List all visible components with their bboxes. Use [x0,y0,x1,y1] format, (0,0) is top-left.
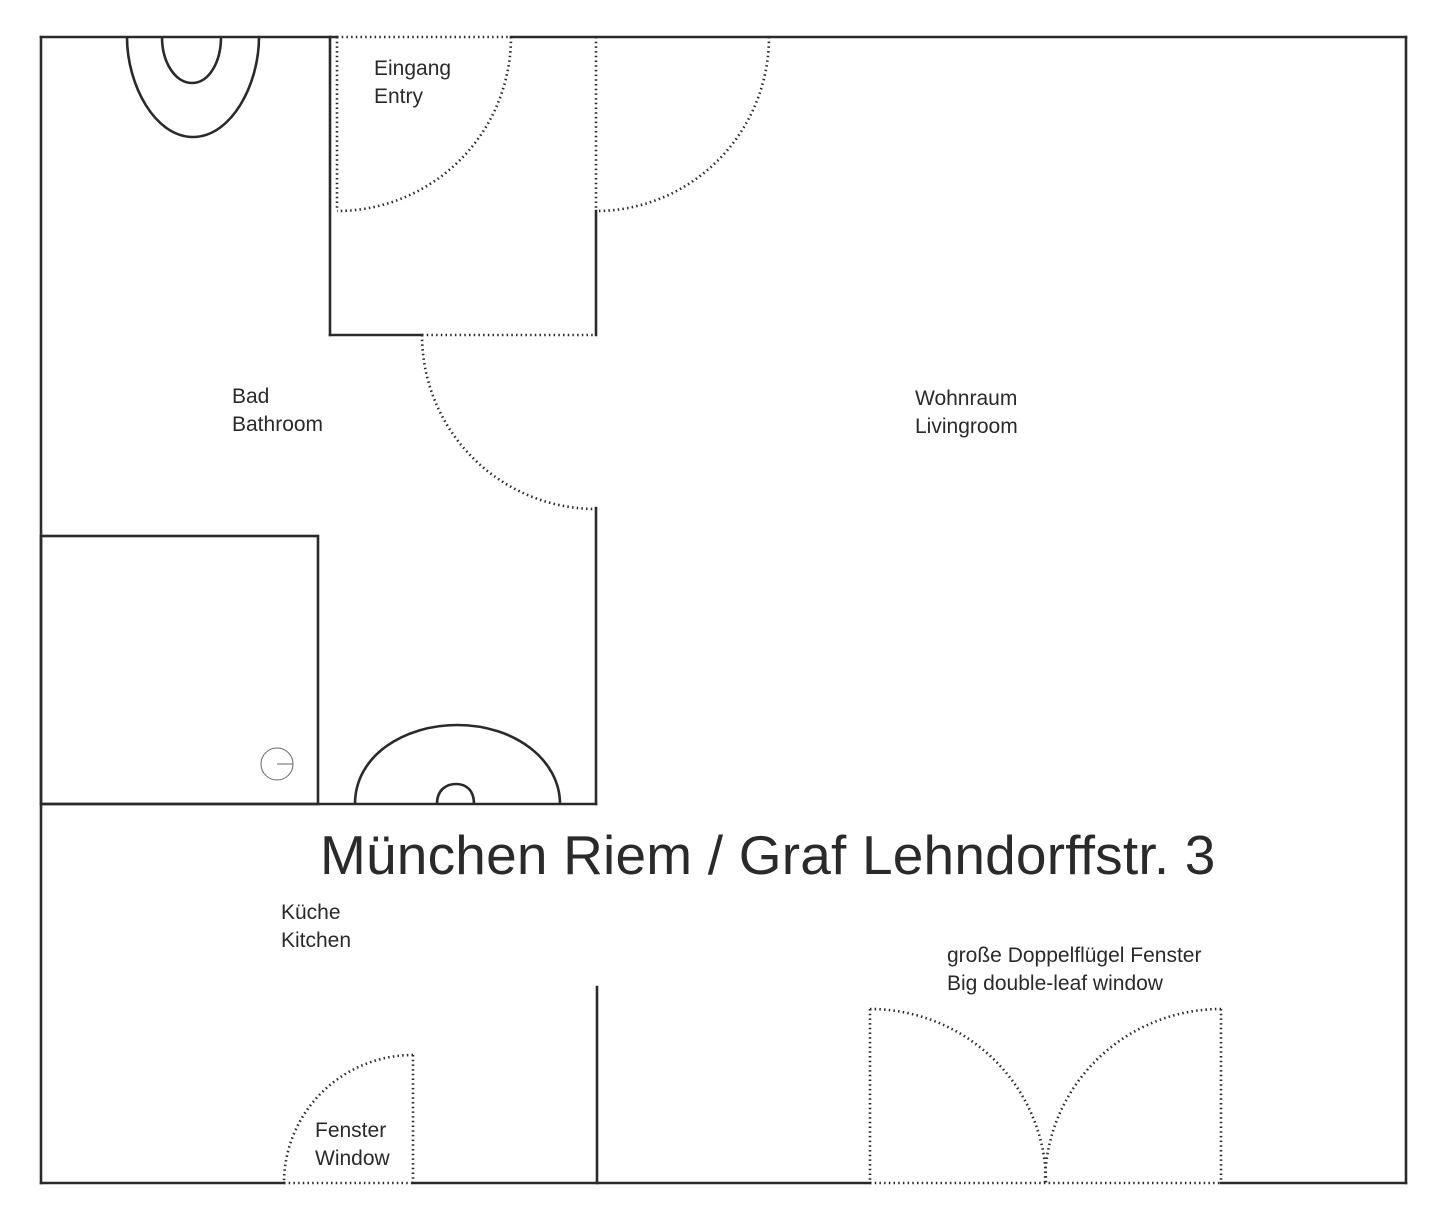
room-label-entry-en: Entry [374,85,424,108]
entry-door-swing [335,35,513,213]
address-title: München Riem / Graf Lehndorffstr. 3 [320,824,1216,886]
sink-icon [353,723,562,805]
room-label-livingroom-en: Livingroom [915,415,1018,438]
bathroom-door-swing [420,333,597,511]
toilet-icon [125,36,261,139]
label-big-window: große Doppelflügel Fenster Big double-le… [947,942,1201,998]
shower-drain-icon [260,747,294,781]
shower-tray [39,534,320,806]
label-kitchen-window: Fenster Window [315,1117,390,1173]
room-label-bathroom-en: Bathroom [232,413,324,436]
room-label-kitchen-en: Kitchen [281,929,352,952]
label-big-window-en: Big double-leaf window [947,972,1163,995]
kitchen-window-swing [282,1053,415,1185]
label-kitchen-window-en: Window [315,1147,390,1170]
room-label-bathroom-de: Bad [232,385,270,408]
room-label-livingroom: Wohnraum Livingroom [915,385,1018,441]
room-label-livingroom-de: Wohnraum [915,387,1018,410]
label-big-window-de: große Doppelflügel Fenster [947,944,1202,967]
living-door-swing [594,36,771,213]
room-label-entry: Eingang Entry [374,55,451,111]
room-label-kitchen-de: Küche [281,901,341,924]
entry-walls [328,35,598,337]
bathroom-walls [39,506,598,806]
double-leaf-window-swing [868,1007,1223,1185]
room-label-entry-de: Eingang [374,57,452,80]
room-label-kitchen: Küche Kitchen [281,899,351,955]
label-kitchen-window-de: Fenster [315,1119,387,1142]
room-label-bathroom: Bad Bathroom [232,383,323,439]
